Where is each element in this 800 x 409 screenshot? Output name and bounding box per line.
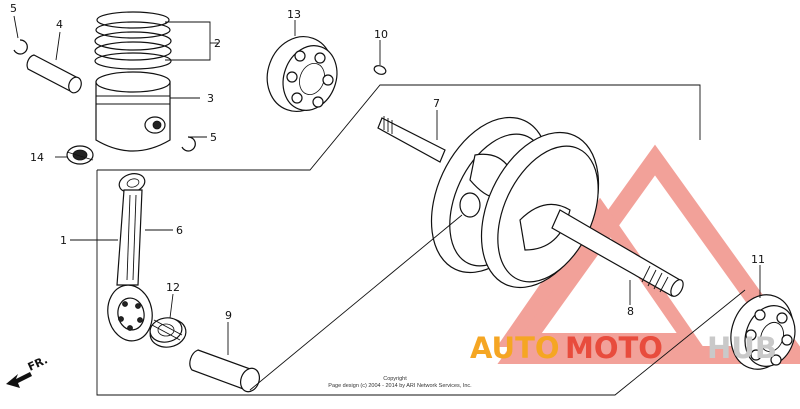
callout-6: 6	[176, 224, 183, 237]
callout-2: 2	[214, 37, 221, 50]
callout-13: 13	[287, 8, 301, 21]
piston-pin	[26, 54, 82, 94]
crank-bearing-right	[730, 294, 796, 370]
callout-4: 4	[56, 18, 63, 31]
front-direction-label: FR.	[26, 353, 50, 373]
assembly-outline-top	[97, 84, 701, 171]
woodruff-key	[373, 65, 387, 75]
connecting-rod	[107, 173, 153, 342]
needle-bearing-small	[66, 145, 94, 165]
needle-bearing-big-end	[149, 317, 187, 348]
callout-14: 14	[30, 151, 44, 164]
circlip-right	[181, 136, 196, 152]
watermark-text-moto: MOTO	[565, 331, 663, 365]
callout-8: 8	[627, 305, 634, 318]
crank-pin	[189, 349, 261, 393]
callout-9: 9	[225, 309, 232, 322]
piston-rings	[94, 11, 172, 70]
copyright-line-2: Page design (c) 2004 - 2014 by ARI Netwo…	[328, 383, 472, 389]
crankshaft-right-half	[480, 131, 684, 297]
callout-5: 5	[10, 2, 17, 15]
watermark-text-hub: HUB	[707, 331, 777, 365]
callout-1: 1	[60, 234, 67, 247]
callout-5: 5	[210, 131, 217, 144]
watermark-text-auto: AUTO	[470, 331, 560, 365]
copyright-line-1: Copyright	[383, 376, 407, 382]
piston	[95, 71, 171, 152]
callout-10: 10	[374, 28, 388, 41]
callout-12: 12	[166, 281, 180, 294]
callout-7: 7	[433, 97, 440, 110]
callout-3: 3	[207, 92, 214, 105]
callout-11: 11	[751, 253, 765, 266]
circlip-left	[13, 39, 28, 55]
crank-bearing-left	[266, 36, 338, 112]
watermark-logo-text: AUTO MOTO HUB	[470, 331, 777, 365]
leader-lines	[13, 15, 761, 391]
front-direction-arrow-icon	[6, 372, 32, 388]
assembly-outline	[96, 170, 746, 396]
